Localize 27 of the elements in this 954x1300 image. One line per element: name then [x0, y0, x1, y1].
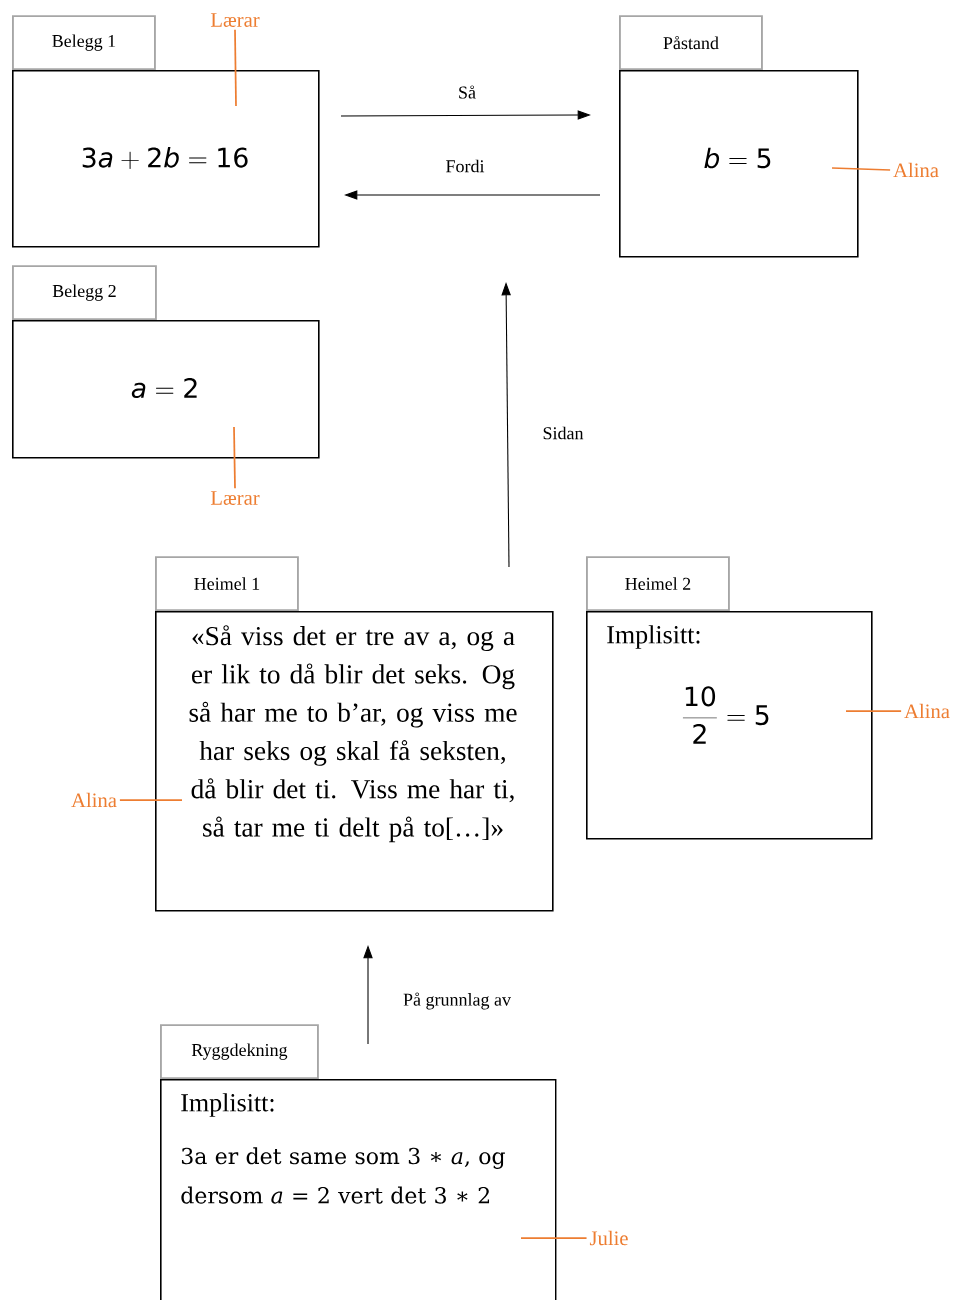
- edge-label: På grunnlag av: [401, 991, 513, 1011]
- leader-line: [234, 28, 237, 107]
- leader-line: [233, 426, 236, 490]
- leader-line: [831, 167, 891, 171]
- annotation: Alina: [893, 162, 939, 178]
- annotation: Alina: [904, 703, 950, 719]
- node-label: Påstand: [663, 35, 719, 50]
- edge-label: Så: [456, 84, 478, 100]
- argument-box: Heimel 1 «Så viss det er tre av a, og a er lik to då blir det seks. Og så har me to b’ar, og viss me har seks og skal få seksten, då blir det ti. Viss me har ti, så tar me ti delt på to[…]»: [155, 556, 554, 912]
- annotation: Lærar: [210, 491, 260, 505]
- leader-line: [845, 710, 902, 712]
- edge-label: Sidan: [541, 425, 585, 441]
- annotation: Lærar: [210, 13, 260, 27]
- leader-line: [520, 1237, 588, 1239]
- argument-box: Påstand $b = 5$: [619, 15, 859, 258]
- node-label: Heimel 2: [625, 577, 691, 590]
- edge-label: Fordi: [444, 158, 486, 174]
- annotation: Julie: [589, 1230, 628, 1246]
- node-label: Heimel 1: [194, 577, 260, 590]
- annotation: Alina: [71, 792, 117, 808]
- leader-line: [119, 799, 183, 801]
- node-label: Belegg 1: [52, 34, 116, 51]
- argument-box: Heimel 2 Implisitt: $\frac{10}{2} = 5$: [586, 556, 873, 840]
- argument-box: Ryggdekning Implisitt: 3a er det same som 3 ∗ a, og dersom a = 2 vert det 3 ∗ 2: [160, 1024, 557, 1300]
- node-label: Belegg 2: [52, 284, 116, 301]
- node-label: Ryggdekning: [191, 1043, 288, 1060]
- argument-box: Belegg 2 $a = 2$: [12, 265, 320, 459]
